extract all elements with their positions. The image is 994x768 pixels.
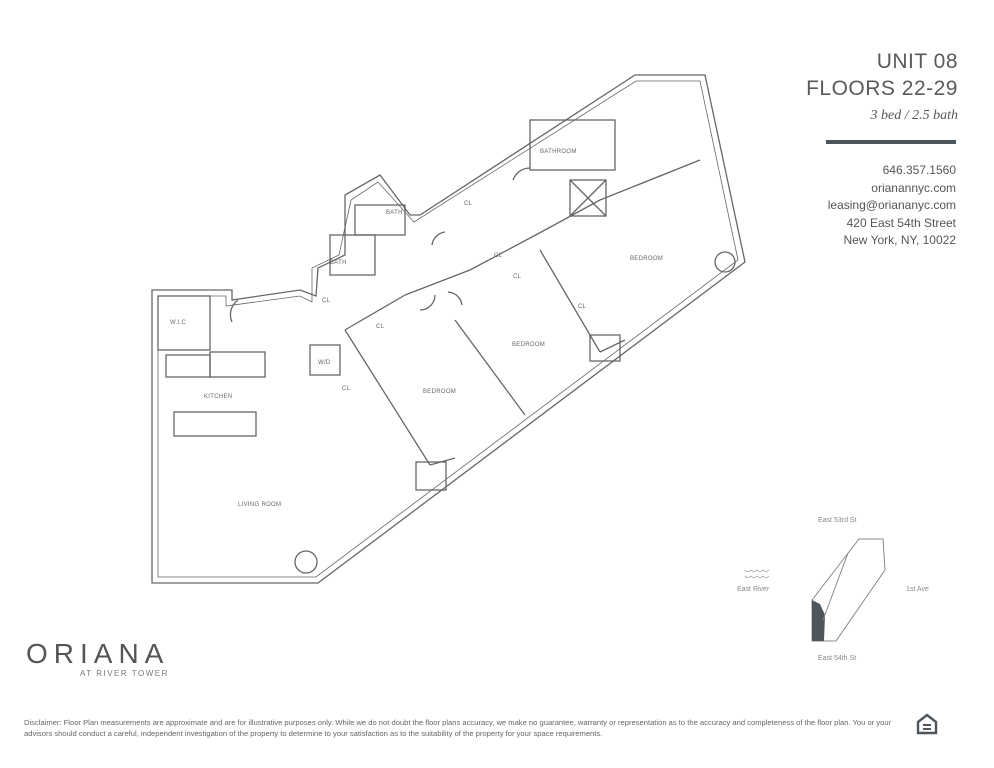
divider xyxy=(826,140,956,144)
room-wd: W/D xyxy=(318,360,331,366)
closet: CL xyxy=(578,304,587,310)
equal-housing-icon xyxy=(916,713,938,735)
room-bedroom-3: BEDROOM xyxy=(423,389,456,395)
closet: CL xyxy=(464,201,473,207)
room-living: LIVING ROOM xyxy=(238,502,281,508)
address-line-2: New York, NY, 10022 xyxy=(843,233,956,247)
room-bedroom-master: BEDROOM xyxy=(630,256,663,262)
phone[interactable]: 646.357.1560 xyxy=(882,163,956,177)
email[interactable]: leasing@oriananyc.com xyxy=(827,198,956,212)
bed-bath: 3 bed / 2.5 bath xyxy=(870,108,959,123)
room-bathroom: BATHROOM xyxy=(540,149,577,155)
closet: CL xyxy=(322,298,331,304)
website[interactable]: orianannyc.com xyxy=(871,180,956,195)
room-wic: W.I.C xyxy=(170,320,187,326)
unit-highlight xyxy=(812,600,825,641)
closet: CL xyxy=(376,324,385,330)
key-map: East 53rd St East 54th St East River 1st… xyxy=(737,517,929,662)
street-south: East 54th St xyxy=(818,655,856,662)
unit-number: UNIT 08 xyxy=(876,50,958,73)
closet: CL xyxy=(342,386,351,392)
disclaimer: Disclaimer: Floor Plan measurements are … xyxy=(24,718,892,738)
room-bedroom-2: BEDROOM xyxy=(512,342,545,348)
closet: CL xyxy=(513,274,522,280)
river-label: East River xyxy=(737,586,770,593)
floor-plan: BATHROOM BATH BATH BEDROOM BEDROOM BEDRO… xyxy=(151,74,929,662)
avenue-label: 1st Ave xyxy=(906,586,929,593)
address-line-1: 420 East 54th Street xyxy=(846,215,956,230)
logo-tagline: AT RIVER TOWER xyxy=(80,669,169,678)
unit-title: UNIT 08 FLOORS 22-29 xyxy=(806,48,958,102)
contact-info: 646.357.1560 orianannyc.com leasing@oria… xyxy=(828,162,956,250)
street-north: East 53rd St xyxy=(818,517,857,524)
room-bath-2: BATH xyxy=(330,260,347,266)
oriana-logo: ORIANA xyxy=(26,638,170,669)
closet: CL xyxy=(494,253,503,259)
outer-wall xyxy=(151,74,746,584)
floors: FLOORS 22-29 xyxy=(806,77,958,100)
water-waves-icon xyxy=(744,569,770,578)
room-bath-1: BATH xyxy=(386,210,403,216)
room-kitchen: KITCHEN xyxy=(204,394,232,400)
